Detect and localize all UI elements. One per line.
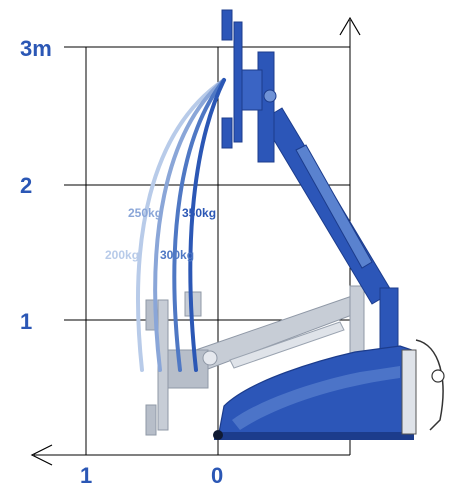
load-label-300kg: 300kg (160, 248, 194, 262)
handle-bar (415, 339, 444, 431)
raised-arm-cylinder (295, 144, 373, 269)
load-label-250kg: 250kg (128, 206, 162, 220)
lowered-head (167, 349, 209, 389)
machine-highlight (232, 366, 400, 430)
lowered-arm-column (349, 285, 365, 357)
arrow-up-icon (339, 16, 361, 36)
y-label-2: 2 (20, 173, 32, 198)
curve-200kg (136, 78, 226, 372)
curve-250kg (153, 78, 226, 372)
lowered-arm-position (145, 285, 365, 436)
control-knob (431, 369, 445, 383)
curve-350kg (188, 78, 226, 372)
load-label-350kg: 350kg (182, 206, 216, 220)
load-label-200kg: 200kg (105, 248, 139, 262)
machine-base-plate (214, 432, 414, 440)
lowered-joint (202, 350, 218, 366)
x-label-1: 1 (80, 463, 92, 488)
raised-joint (263, 89, 277, 103)
raised-suction-cup-top (221, 9, 233, 41)
load-curves (136, 78, 226, 372)
y-label-1: 1 (20, 309, 32, 334)
lowered-suction-cup-bottom (145, 404, 157, 436)
rear-panel (401, 349, 417, 435)
raised-head-bracket (241, 69, 263, 111)
x-label-0: 0 (211, 463, 223, 488)
machine-body (213, 339, 445, 440)
raised-pad-bar (233, 21, 243, 143)
y-label-3m: 3m (20, 36, 52, 61)
lowered-arm-cylinder (229, 321, 345, 369)
raised-arm-position (221, 9, 399, 359)
curve-300kg (172, 78, 226, 372)
arrow-left-icon (30, 444, 53, 466)
front-wheel (213, 430, 223, 440)
raised-suction-cup-bottom (221, 117, 233, 149)
